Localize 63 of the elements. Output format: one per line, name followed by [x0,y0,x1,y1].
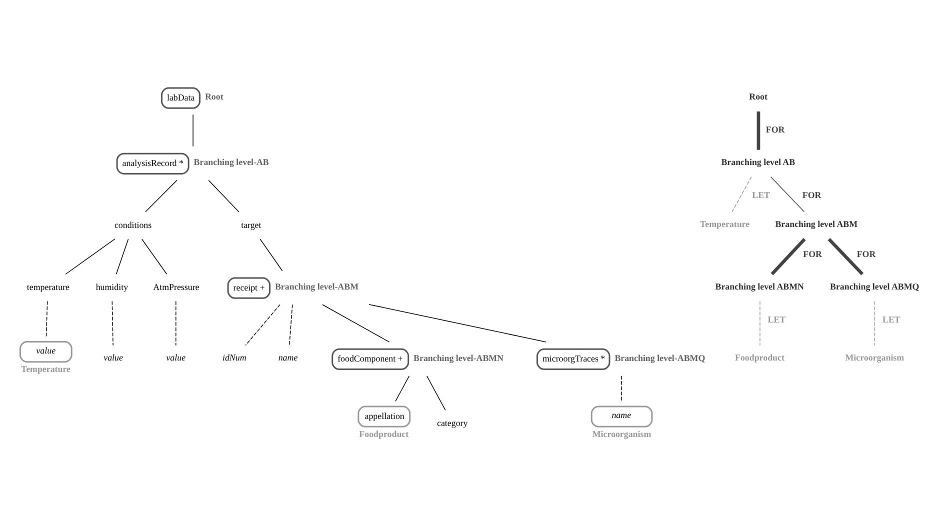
connector [208,180,240,212]
connector [756,111,760,150]
node-box: microorgTraces * [536,348,610,370]
connector [732,176,752,212]
node-label: Temperature [20,364,71,374]
node-label: Branching level-ABMN [414,352,504,363]
node-label: Foodproduct [359,428,409,439]
connector [116,238,129,274]
connector [288,304,293,346]
node-label: Branching level-ABM [274,282,359,292]
node-text: Root [749,91,768,102]
node-box: analysisRecord * [116,152,190,174]
node-text: target [241,220,262,230]
connector [145,180,178,212]
connector [426,376,446,410]
edge-label: LET [882,314,900,324]
node-box: receipt + [227,277,271,299]
node-text: Microorganism [845,352,904,362]
node-text: value [166,352,186,362]
node-text: AtmPressure [153,282,200,292]
connector [322,304,390,342]
connector [46,300,48,337]
node-text: Foodproduct [735,352,784,362]
connector [245,304,280,346]
edge-label: FOR [802,190,822,200]
edge-label: FOR [856,248,876,259]
node-text: Branching level ABMQ [830,281,920,292]
node-text: Branching level ABMN [715,281,804,292]
node-box: value [19,340,72,363]
node-box: foodComponent + [332,348,410,370]
node-box: name [590,406,653,428]
node-text: idNum [222,352,246,362]
connector [112,300,114,346]
connector [65,238,116,275]
node-text: Temperature [700,219,750,230]
connector [770,238,806,276]
node-label: Microorganism [592,428,652,439]
connector [770,176,805,212]
node-label: Branching level-ABMQ [614,352,706,363]
node-box: labData [161,87,200,109]
edge-label: FOR [766,124,785,134]
node-text: Branching level ABM [775,219,858,230]
connector [621,376,622,402]
node-text: temperature [26,282,70,292]
node-text: value [104,352,123,362]
connector [828,238,864,276]
edge-label: FOR [803,248,822,259]
node-text: name [278,352,298,362]
node-label: Root [204,92,224,102]
node-text: Branching level AB [721,156,796,167]
edge-label: LET [752,190,770,200]
connector [368,304,547,342]
connector [192,114,194,147]
connector [395,376,410,402]
connector [142,238,168,274]
connector [874,300,876,346]
node-text: category [437,418,468,428]
node-text: humidity [96,282,128,292]
node-text: conditions [114,220,152,230]
node-box: appellation [358,406,411,428]
connector [260,238,283,272]
node-label: Branching level-AB [194,157,269,168]
edge-label: LET [768,314,786,324]
